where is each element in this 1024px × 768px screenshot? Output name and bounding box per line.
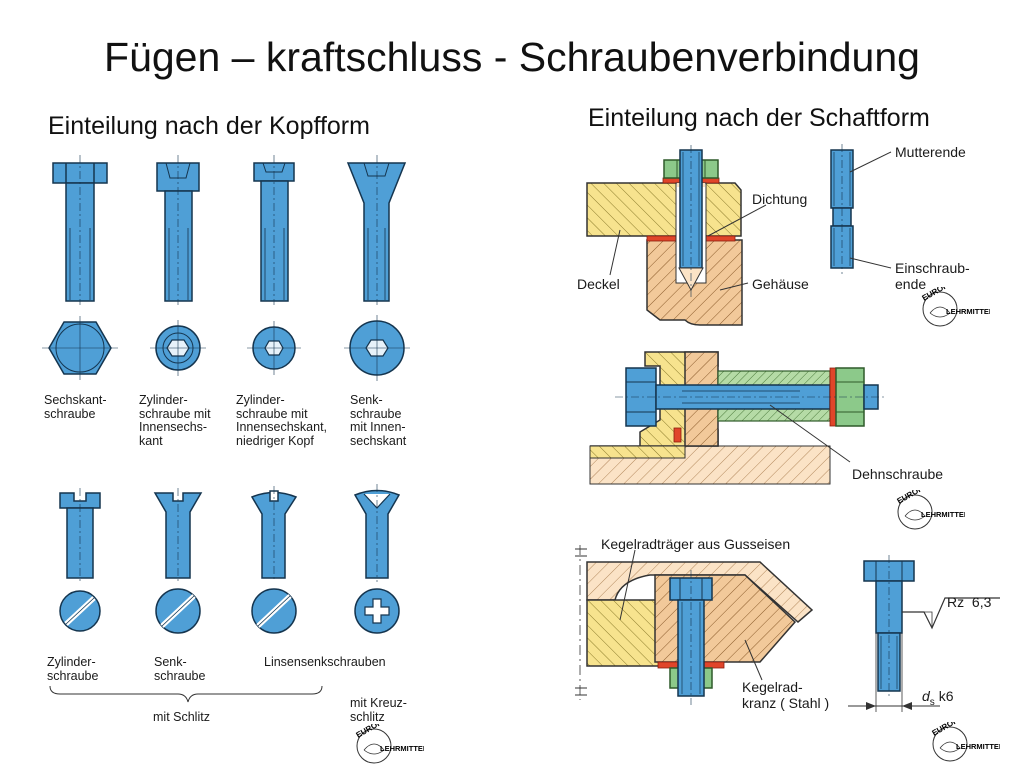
slot-group-brace bbox=[49, 685, 323, 703]
logo-bottom-text: LEHRMITTEL bbox=[380, 744, 424, 753]
cover-housing-assembly bbox=[586, 145, 767, 326]
slotted-countersunk-top bbox=[155, 588, 201, 634]
cross-recess-raised-countersunk-side bbox=[353, 484, 401, 582]
label-seal: Dichtung bbox=[752, 191, 808, 207]
label-gear-ring: Kegelrad- kranz ( Stahl ) bbox=[742, 679, 830, 711]
europa-lehrmittel-logo-1: EUROPA LEHRMITTEL bbox=[355, 724, 424, 764]
label-slotted-cheese: Zylinder-schraube bbox=[47, 655, 99, 683]
socket-cap-screw-side bbox=[156, 155, 200, 305]
countersunk-socket-screw-side bbox=[346, 155, 407, 305]
bevel-gear-assembly bbox=[575, 545, 814, 705]
slotted-cheese-screw-side bbox=[59, 488, 101, 582]
low-head-socket-top bbox=[247, 321, 301, 375]
logo-bottom-text: LEHRMITTEL bbox=[956, 742, 1000, 751]
label-slotted-countersunk: Senk-schraube bbox=[154, 655, 206, 683]
europa-lehrmittel-logo-4: EUROPA LEHRMITTEL bbox=[931, 722, 1000, 762]
label-diameter-fit: ds k6 bbox=[922, 688, 954, 708]
label-raised-countersunk: Linsensenkschrauben bbox=[264, 655, 386, 669]
slotted-countersunk-screw-side bbox=[153, 488, 203, 582]
fitted-bolt bbox=[848, 555, 1000, 712]
schaftform-section-title: Einteilung nach der Schaftform bbox=[588, 104, 930, 132]
label-expansion-bolt: Dehnschraube bbox=[852, 466, 944, 482]
logo-bottom-text: LEHRMITTEL bbox=[946, 307, 990, 316]
label-housing: Gehäuse bbox=[752, 276, 809, 292]
hex-bolt-top bbox=[42, 316, 118, 380]
logo-bottom-text: LEHRMITTEL bbox=[921, 510, 965, 519]
label-cover: Deckel bbox=[577, 276, 620, 292]
europa-lehrmittel-logo-2: EUROPA LEHRMITTEL bbox=[921, 287, 990, 327]
expansion-bolt-assembly bbox=[589, 351, 885, 485]
label-nut-end: Mutterende bbox=[895, 144, 966, 160]
label-screw-in-end: Einschraub- ende bbox=[895, 260, 970, 292]
low-head-socket-screw-side bbox=[253, 155, 295, 305]
label-roughness: Rz 6,3 bbox=[947, 594, 992, 610]
cross-recess-top bbox=[354, 588, 400, 634]
slotted-cheese-top bbox=[59, 590, 101, 632]
page-title: Fügen – kraftschluss - Schraubenverbindu… bbox=[104, 34, 920, 80]
europa-lehrmittel-logo-3: EUROPA LEHRMITTEL bbox=[896, 490, 965, 530]
socket-cap-top bbox=[150, 320, 206, 376]
kopfform-section-title: Einteilung nach der Kopfform bbox=[48, 112, 370, 140]
stud-bolt bbox=[830, 144, 892, 274]
countersunk-socket-top bbox=[344, 315, 410, 381]
slotted-raised-countersunk-side bbox=[250, 486, 298, 582]
label-slot-group: mit Schlitz bbox=[153, 710, 210, 724]
label-cross-recess: mit Kreuz-schlitz bbox=[350, 696, 407, 724]
slotted-raised-top bbox=[251, 588, 297, 634]
label-hex-bolt: Sechskant-schraube bbox=[44, 393, 107, 421]
label-gear-carrier: Kegelradträger aus Gusseisen bbox=[601, 536, 791, 552]
hex-bolt-side bbox=[52, 155, 108, 305]
